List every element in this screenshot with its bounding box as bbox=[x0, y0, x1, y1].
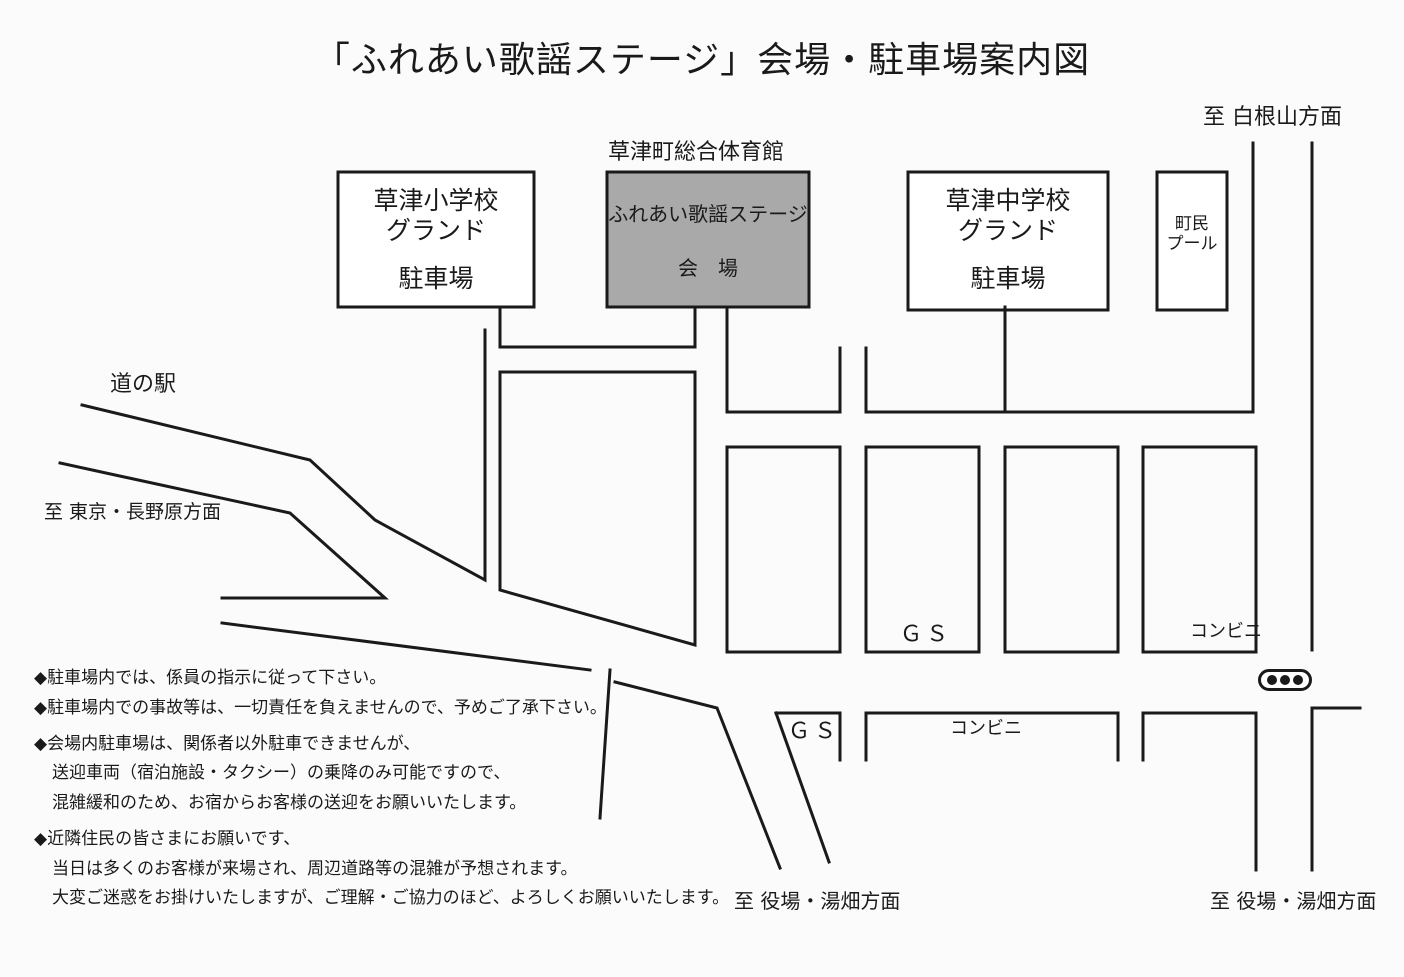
note: ◆会場内駐車場は、関係者以外駐車できませんが、 bbox=[34, 733, 421, 754]
traffic-light-icon bbox=[1258, 669, 1312, 691]
michi-no-eki-label: 道の駅 bbox=[110, 372, 177, 397]
middle-parking-box bbox=[906, 170, 1110, 312]
note: 送迎車両（宿泊施設・タクシー）の乗降のみ可能ですので、 bbox=[52, 763, 511, 784]
road-lower-left bbox=[774, 711, 831, 864]
signal-lamp bbox=[1279, 675, 1290, 685]
note: ◆駐車場内では、係員の指示に従って下さい。 bbox=[34, 668, 387, 688]
signal-lamp bbox=[1266, 675, 1277, 685]
road-lower-block bbox=[774, 711, 842, 762]
direction-tokyo: 至 東京・長野原方面 bbox=[44, 501, 222, 523]
road-main-diagonal bbox=[613, 680, 782, 870]
note: 当日は多くのお客様が来場され、周辺道路等の混雑が予想されます。 bbox=[52, 858, 578, 879]
road-main-west-south bbox=[598, 668, 612, 820]
elementary-school-name: 草津小学校 bbox=[373, 186, 499, 215]
road-venue-east bbox=[725, 305, 842, 414]
elementary-parking-label: 草津小学校 グランド 駐車場 bbox=[338, 186, 534, 294]
road-pool-stem bbox=[1003, 141, 1255, 414]
notes-list: ◆駐車場内では、係員の指示に従って下さい。 ◆駐車場内での事故等は、一切責任を負… bbox=[34, 664, 729, 914]
road-upper-diagonal bbox=[80, 328, 487, 583]
road-main-west bbox=[220, 621, 592, 672]
road-lower-right bbox=[1141, 711, 1258, 872]
venue-label: ふれあい歌謡ステージ 会 場 bbox=[607, 202, 809, 280]
pool-box bbox=[1155, 170, 1229, 312]
pool-line2: プール bbox=[1166, 234, 1218, 255]
road-middle-stem bbox=[864, 305, 1007, 414]
stage-sub: 会 場 bbox=[678, 256, 738, 280]
note: 混雑緩和のため、お宿からお客様の送迎をお願いいたします。 bbox=[52, 793, 527, 813]
direction-shiraneyama: 至 白根山方面 bbox=[1203, 105, 1342, 130]
direction-yakuba-1: 至 役場・湯畑方面 bbox=[734, 889, 901, 913]
pool-label: 町民 プール bbox=[1157, 214, 1227, 255]
middle-parking-label: 草津中学校 グランド 駐車場 bbox=[908, 186, 1108, 294]
road-center-block bbox=[498, 370, 697, 647]
gs-label-1: ＧＳ bbox=[900, 622, 953, 647]
middle-ground-label: グランド bbox=[957, 216, 1058, 245]
road-venue-connector bbox=[498, 305, 697, 349]
road-lower-diagonal bbox=[58, 461, 389, 600]
block-4 bbox=[1141, 445, 1258, 654]
middle-school-name: 草津中学校 bbox=[945, 186, 1071, 215]
note: 大変ご迷惑をお掛けいたしますが、ご理解・ご協力のほど、よろしくお願いいたします。 bbox=[52, 888, 730, 909]
venue-box bbox=[605, 170, 811, 309]
gymnasium-label: 草津町総合体育館 bbox=[608, 140, 785, 165]
note: ◆駐車場内での事故等は、一切責任を負えませんので、予めご了承下さい。 bbox=[34, 697, 607, 718]
elementary-parking-box bbox=[336, 170, 536, 309]
block-1 bbox=[725, 445, 842, 654]
stage-name: ふれあい歌謡ステージ bbox=[608, 202, 808, 226]
page-title: 「ふれあい歌謡ステージ」会場・駐車場案内図 bbox=[313, 40, 1091, 81]
signal-lamp bbox=[1293, 675, 1304, 685]
pool-line1: 町民 bbox=[1175, 214, 1209, 234]
middle-parking-text: 駐車場 bbox=[970, 264, 1046, 293]
konbini-label-2: コンビニ bbox=[950, 718, 1022, 739]
konbini-label-1: コンビニ bbox=[1190, 621, 1262, 642]
block-2 bbox=[864, 445, 981, 654]
road-lower-far bbox=[1310, 706, 1362, 872]
block-3 bbox=[1003, 445, 1120, 654]
road-lower-mid bbox=[864, 711, 1120, 762]
note: ◆近隣住民の皆さまにお願いです、 bbox=[34, 828, 301, 849]
elementary-ground-label: グランド bbox=[385, 216, 486, 245]
elementary-parking-text: 駐車場 bbox=[398, 264, 474, 293]
gs-label-2: ＧＳ bbox=[788, 719, 841, 744]
direction-yakuba-2: 至 役場・湯畑方面 bbox=[1210, 889, 1377, 913]
